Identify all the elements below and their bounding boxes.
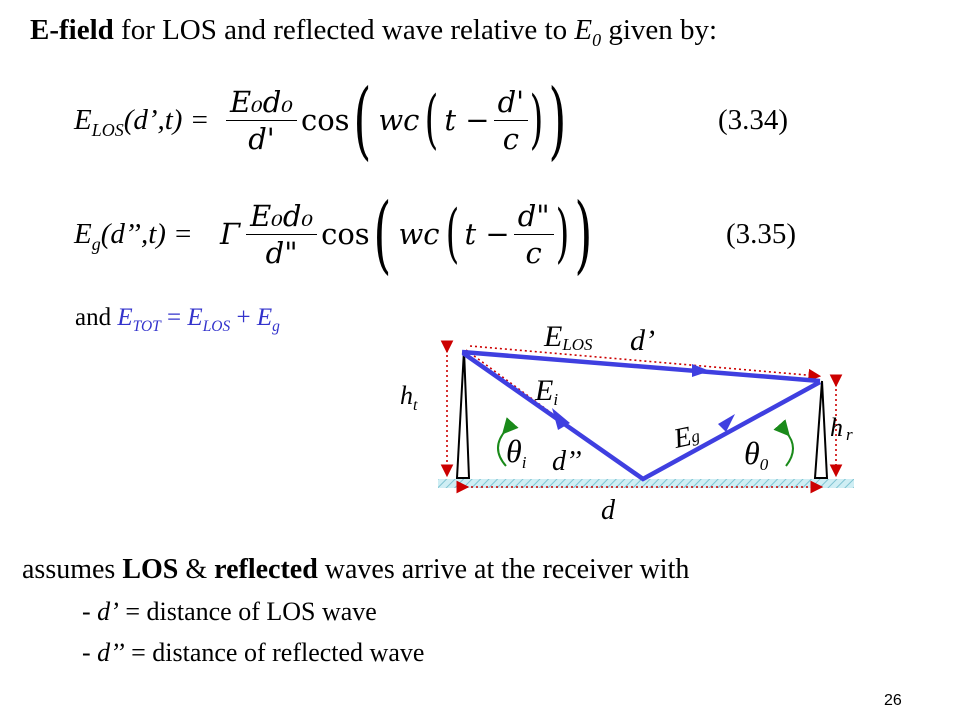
label-e-g: Eg <box>670 419 702 455</box>
d-prime-dotted <box>469 345 822 382</box>
assumption-line: assumes LOS & reflected waves arrive at … <box>22 554 690 585</box>
label-e-los: ELOS <box>543 320 593 354</box>
reflected-wave <box>461 351 822 482</box>
eq1-lhs: ELOS(d’,t) = <box>74 104 210 140</box>
slide-title: E-field for LOS and reflected wave relat… <box>30 14 718 50</box>
eq1-inner-fraction: d' c <box>493 85 529 156</box>
theta-i-arc <box>497 417 519 467</box>
eq1-fraction: E₀d₀ d' <box>226 85 297 156</box>
los-wave <box>461 349 821 384</box>
total-field-line: and ETOT = ELOS + Eg <box>75 304 280 335</box>
label-theta-i: θi <box>506 433 527 472</box>
label-d: d <box>601 495 616 526</box>
d-dprime-dotted-a <box>465 349 643 481</box>
eq1-rhs: E₀d₀ d' cos ( wc ( t − d' c ) ) <box>226 78 570 162</box>
receiver-tower <box>813 380 829 479</box>
incident-arrowhead <box>552 408 570 430</box>
label-d-prime: d’ <box>630 324 655 357</box>
eq1-number: (3.34) <box>718 104 789 136</box>
eq2-fraction: E₀d₀ d" <box>246 199 318 270</box>
bullet-d-dprime: - d’’ = distance of reflected wave <box>82 638 425 667</box>
label-e-i: Ei <box>534 374 558 409</box>
label-d-dprime: d’’ <box>552 446 582 477</box>
label-theta-0: θ0 <box>744 435 769 474</box>
eq2-inner-fraction: d" c <box>513 199 554 270</box>
eq2-number: (3.35) <box>726 218 797 250</box>
transmitter-tower <box>455 349 471 479</box>
bullet-d-prime: - d’ = distance of LOS wave <box>82 597 377 626</box>
eq2-lhs: Eg(d’’,t) = <box>74 218 193 254</box>
theta-0-arc <box>773 419 794 467</box>
los-arrowhead <box>692 364 710 377</box>
page-number: 26 <box>884 692 902 709</box>
label-h-t: ht <box>400 381 418 414</box>
eq2-rhs: Γ E₀d₀ d" cos ( wc ( t − d" c ) ) <box>220 185 592 283</box>
reflected-arrowhead <box>718 414 735 432</box>
